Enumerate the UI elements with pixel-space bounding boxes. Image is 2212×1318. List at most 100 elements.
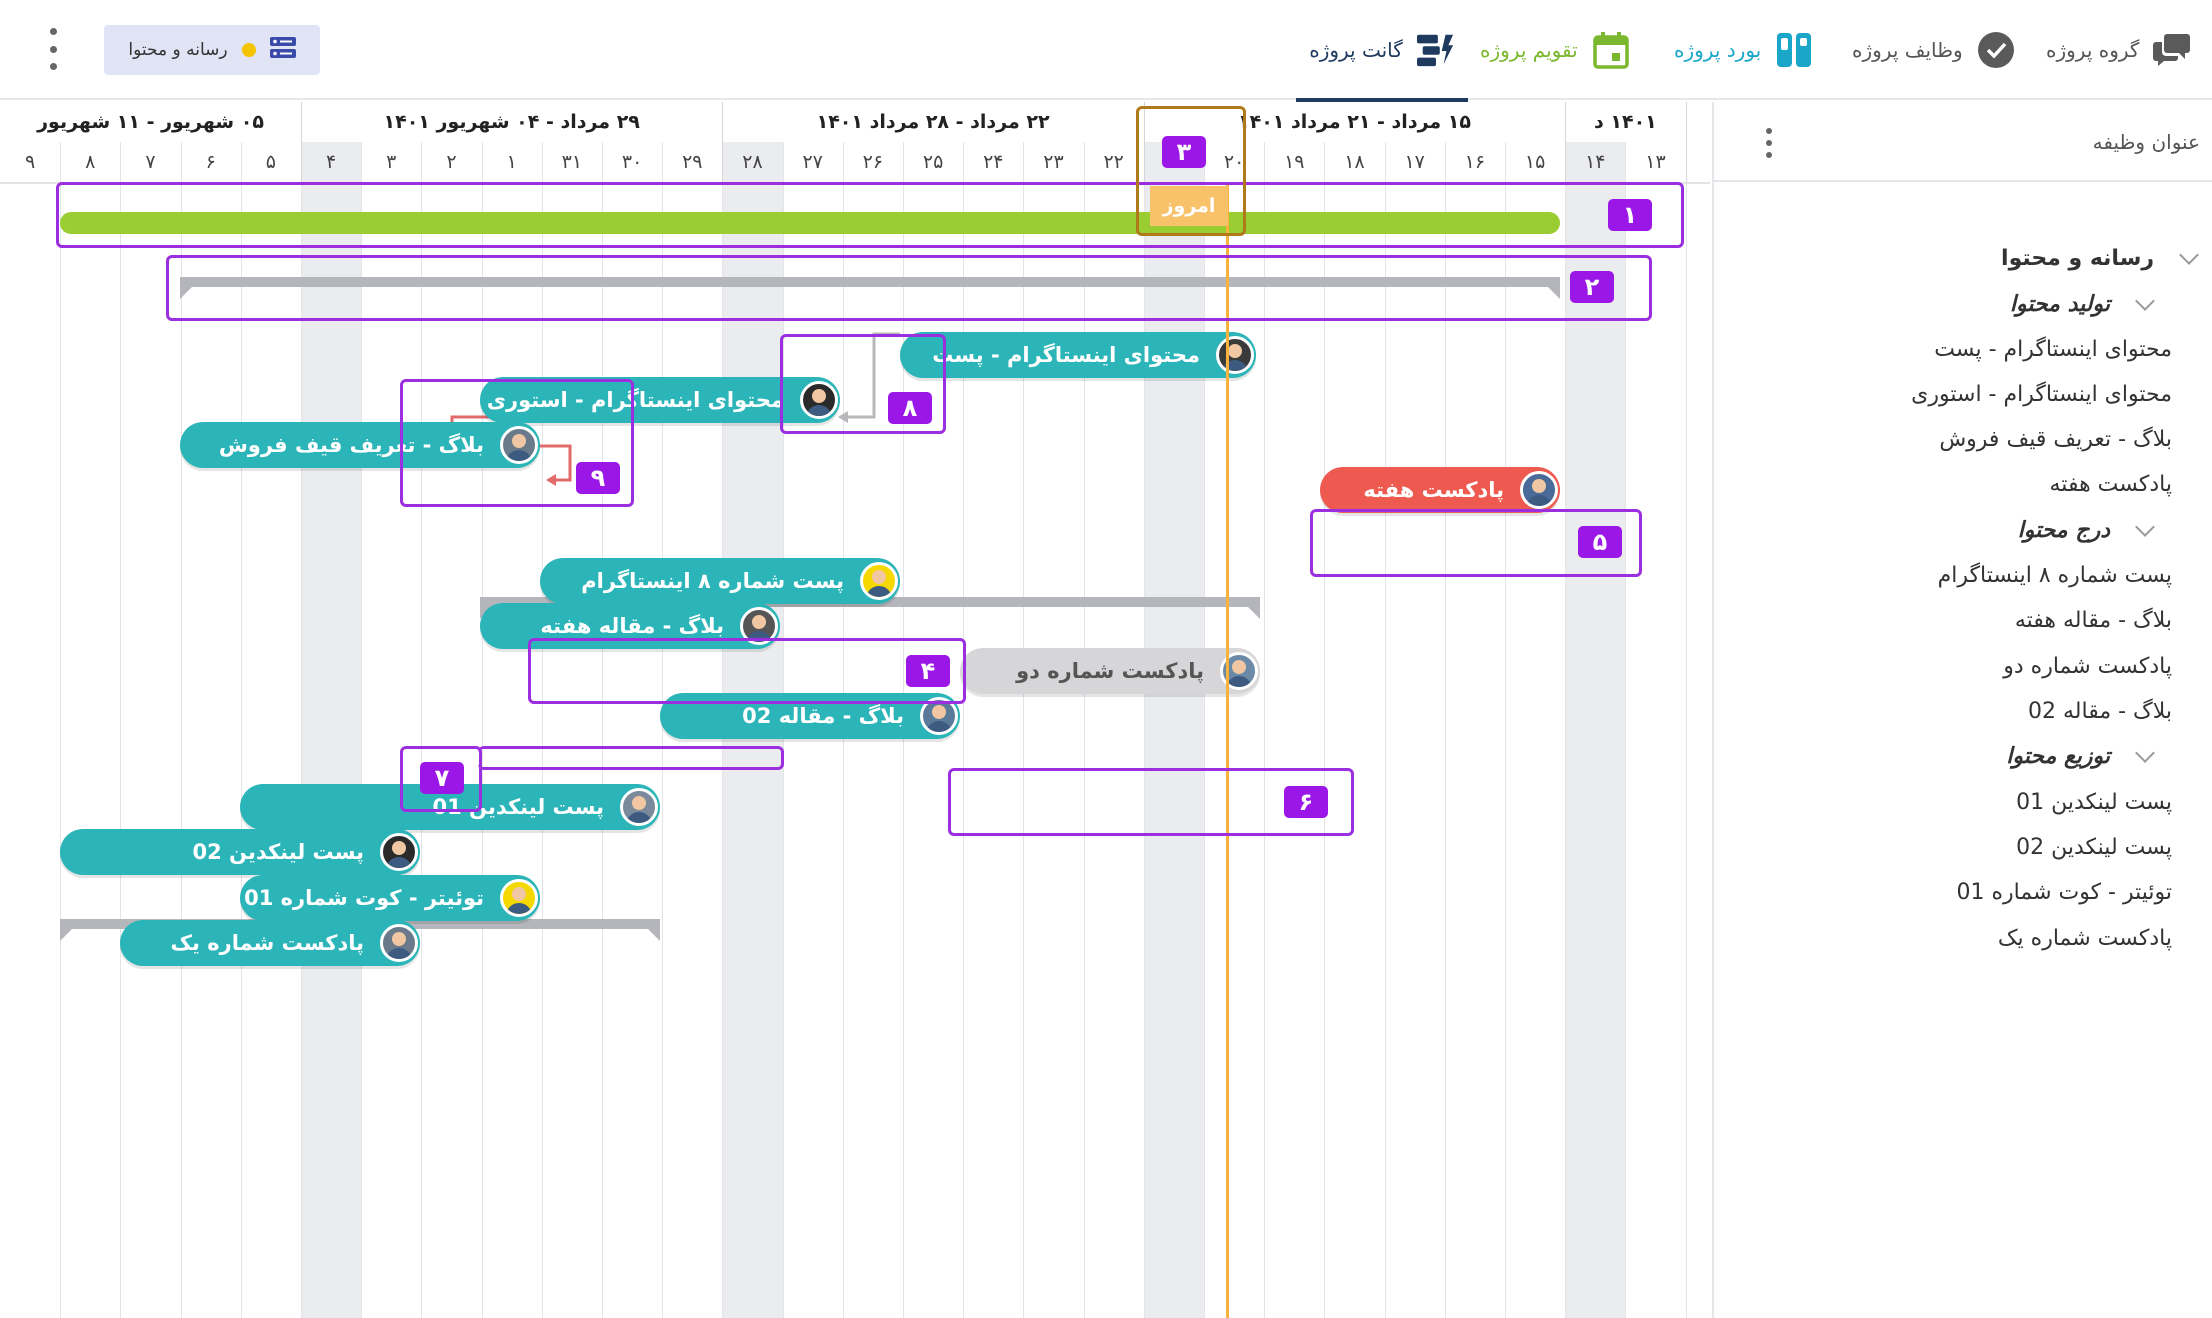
sidebar-group-row[interactable]: رسانه و محتوا: [2001, 245, 2154, 271]
annotation-box-6: [948, 768, 1354, 836]
server-icon: [269, 36, 296, 64]
avatar: [1216, 336, 1254, 374]
sidebar-group-row[interactable]: تولید محتوا: [2009, 291, 2110, 317]
kanban-board-icon: [1775, 31, 1813, 69]
task-bar-label: پست شماره ۸ اینستاگرام: [581, 569, 844, 593]
task-bar[interactable]: پست شماره ۸ اینستاگرام: [540, 558, 900, 604]
sidebar-task-row[interactable]: بلاگ - تعریف قیف فروش: [1939, 426, 2172, 452]
tab-project-board[interactable]: بورد پروژه: [1674, 0, 1813, 100]
grid-line: [180, 142, 182, 1318]
day-label: ۵: [265, 151, 276, 173]
chevron-down-icon[interactable]: [2135, 291, 2155, 311]
active-tab-indicator: [1296, 98, 1468, 102]
grid-line: [60, 142, 62, 1318]
sidebar-header-title: عنوان وظیفه: [2092, 130, 2200, 154]
day-label: ۲۹: [682, 151, 703, 173]
task-bar-label: پادکست شماره دو: [1016, 659, 1204, 683]
summary-bar-content-production[interactable]: [180, 277, 1560, 299]
week-label: ۲۹ مرداد - ۰۴ شهریور ۱۴۰۱: [383, 111, 640, 133]
avatar: [380, 833, 418, 871]
sidebar-group-row[interactable]: توزیع محتوا: [2006, 743, 2110, 769]
annotation-badge-6: ۶: [1284, 786, 1328, 818]
grid-line: [1264, 142, 1266, 1318]
weekend-column: [301, 142, 362, 1318]
more-options-icon[interactable]: [38, 28, 68, 70]
day-label: ۱۵: [1524, 151, 1546, 173]
task-bar[interactable]: پست لینکدین 02: [60, 829, 420, 875]
tab-project-calendar[interactable]: تقویم پروژه: [1480, 0, 1630, 100]
grid-line: [541, 142, 543, 1318]
chevron-down-icon[interactable]: [2135, 517, 2155, 537]
avatar: [860, 562, 898, 600]
chevron-down-icon[interactable]: [2135, 743, 2155, 763]
annotation-box-4: [528, 638, 966, 704]
annotation-badge-9: ۹: [576, 462, 620, 494]
sidebar-more-icon[interactable]: [1764, 128, 1774, 158]
sidebar-task-row[interactable]: پادکست هفته: [2049, 471, 2172, 497]
grid-line: [1143, 142, 1145, 1318]
today-line: [1226, 182, 1229, 1318]
annotation-badge-7: ۷: [420, 762, 464, 794]
task-bar[interactable]: پادکست شماره یک: [120, 920, 420, 966]
chevron-down-icon[interactable]: [2179, 245, 2199, 265]
day-label: ۲: [446, 151, 457, 173]
sidebar-task-row[interactable]: پادکست شماره یک: [1997, 925, 2172, 951]
tab-project-tasks[interactable]: وظایف پروژه: [1852, 0, 2015, 100]
grid-line: [963, 142, 965, 1318]
calendar-icon: [1592, 31, 1630, 69]
sidebar-task-row[interactable]: پست لینکدین 02: [2016, 834, 2172, 860]
tab-project-gantt[interactable]: گانت پروژه: [1296, 0, 1468, 102]
gantt-icon: [1416, 31, 1455, 69]
tab-project-board-label: بورد پروژه: [1674, 38, 1762, 62]
check-circle-icon: [1977, 31, 2015, 69]
task-bar[interactable]: پادکست شماره دو: [960, 648, 1260, 694]
grid-line: [301, 142, 302, 1318]
sidebar-task-row[interactable]: بلاگ - مقاله هفته: [2014, 607, 2172, 633]
day-label: ۲۳: [1043, 151, 1064, 173]
week-divider: [1565, 102, 1567, 182]
today-marker: امروز: [1150, 186, 1228, 226]
annotation-box-9: [400, 379, 634, 507]
annotation-box-3: [1136, 106, 1246, 236]
task-bar[interactable]: پادکست هفته: [1320, 467, 1560, 513]
avatar: [380, 924, 418, 962]
grid-line: [120, 142, 122, 1318]
grid-line: [1685, 142, 1687, 1318]
sidebar-task-row[interactable]: محتوای اینستاگرام - استوری: [1911, 381, 2172, 407]
task-bar[interactable]: توئیتر - کوت شماره 01: [240, 875, 540, 921]
sidebar-task-row[interactable]: پست شماره ۸ اینستاگرام: [1937, 562, 2172, 588]
day-label: ۲۰: [1223, 151, 1245, 173]
sidebar-task-row[interactable]: محتوای اینستاگرام - پست: [1934, 336, 2172, 362]
week-label: ۲۲ مرداد - ۲۸ مرداد ۱۴۰۱: [816, 111, 1050, 133]
task-bar[interactable]: بلاگ - مقاله 02: [660, 693, 960, 739]
annotation-badge-3: ۳: [1162, 136, 1206, 168]
task-title-sidebar: عنوان وظیفه رسانه و محتوا تولید محتوا محتو…: [1712, 102, 2212, 1318]
day-label: ۲۴: [983, 151, 1004, 173]
day-label: ۱۳: [1645, 151, 1666, 173]
avatar: [620, 788, 658, 826]
annotation-box-8: [780, 334, 946, 434]
task-bar-label: توئیتر - کوت شماره 01: [244, 886, 484, 910]
grid-line: [361, 142, 363, 1318]
task-bar-label: بلاگ - مقاله 02: [742, 704, 904, 728]
sidebar-task-row[interactable]: توئیتر - کوت شماره 01: [1956, 879, 2173, 905]
sidebar-task-row[interactable]: پست لینکدین 01: [2016, 789, 2172, 815]
sidebar-group-row[interactable]: درج محتوا: [2017, 517, 2110, 543]
task-bar[interactable]: بلاگ - تعریف قیف فروش: [180, 422, 540, 468]
sidebar-task-row[interactable]: پادکست شماره دو: [2003, 653, 2172, 679]
sidebar-task-row[interactable]: بلاگ - مقاله 02: [2028, 698, 2172, 724]
day-label: ۴: [325, 151, 337, 173]
grid-line: [421, 142, 423, 1318]
task-bar[interactable]: محتوای اینستاگرام - پست: [900, 332, 1256, 378]
avatar: [500, 879, 538, 917]
project-selector[interactable]: رسانه و محتوا: [104, 25, 320, 75]
day-label: ۳: [386, 151, 397, 173]
annotation-badge-4: ۴: [906, 655, 950, 687]
task-bar-label: بلاگ - مقاله هفته: [540, 614, 724, 638]
task-bar[interactable]: بلاگ - مقاله هفته: [480, 603, 780, 649]
week-label: ۱۴۰۱ د: [1594, 111, 1657, 133]
tab-project-group[interactable]: گروه پروژه: [2046, 0, 2191, 100]
task-bar-label: بلاگ - تعریف قیف فروش: [218, 433, 484, 457]
day-label: ۱۹: [1284, 151, 1305, 173]
